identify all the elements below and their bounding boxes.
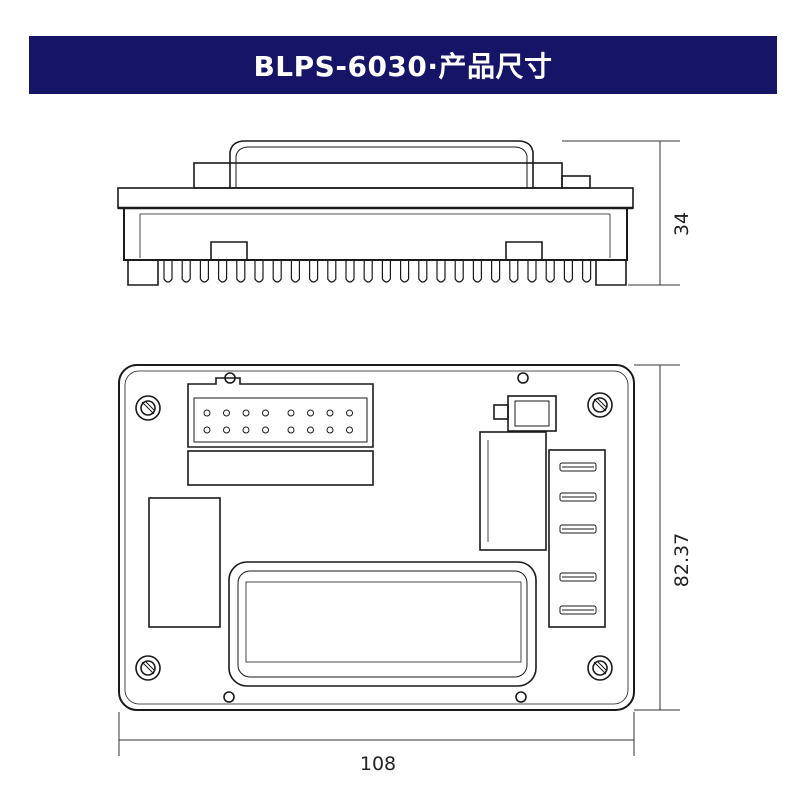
connector-pin	[223, 409, 230, 417]
mount-hole-top-left	[135, 395, 161, 421]
fuse-tab	[493, 404, 509, 420]
side-handle-inner	[235, 146, 528, 188]
pin-connector-base	[187, 450, 374, 486]
dimension-82-37-label: 82.37	[671, 533, 693, 587]
fin	[472, 260, 482, 283]
screw-bottom-left	[223, 691, 235, 703]
terminal-slot	[559, 572, 597, 582]
fin	[491, 260, 501, 283]
dimension-108	[118, 712, 635, 756]
top-outline	[118, 364, 635, 711]
pin-connector-header	[187, 377, 374, 448]
fin	[199, 260, 209, 283]
fin	[309, 260, 319, 283]
terminal-slot	[559, 492, 597, 502]
fin	[454, 260, 464, 283]
connector-pin	[346, 409, 353, 417]
side-upper-plate	[193, 162, 563, 189]
side-fins	[163, 260, 592, 283]
connector-pin	[346, 426, 353, 434]
connector-pin	[242, 426, 250, 434]
fin	[436, 260, 446, 283]
left-component	[148, 497, 221, 628]
connector-pin	[326, 409, 334, 417]
side-view	[117, 140, 634, 286]
fin	[254, 260, 264, 283]
dimension-34-label: 34	[671, 212, 693, 236]
side-foot-right	[595, 260, 627, 286]
side-foot-left	[127, 260, 159, 286]
bottom-handle	[228, 561, 537, 687]
fin	[345, 260, 355, 283]
dimension-34	[562, 140, 680, 286]
fin	[418, 260, 428, 283]
page-title: BLPS-6030·产品尺寸	[253, 50, 553, 83]
connector-pin	[223, 426, 230, 434]
mount-hole-top-right	[587, 392, 613, 418]
terminal-slot	[559, 524, 597, 534]
connector-pin	[287, 409, 295, 417]
fin	[236, 260, 246, 283]
fin	[400, 260, 410, 283]
mount-hole-bottom-right	[587, 655, 613, 681]
fin	[363, 260, 373, 283]
connector-pin	[326, 426, 334, 434]
side-main-body	[117, 187, 634, 209]
dimension-108-label: 108	[360, 753, 396, 775]
connector-pin	[262, 426, 269, 434]
fin	[181, 260, 191, 283]
fin	[290, 260, 300, 283]
connector-pin	[307, 426, 314, 434]
fin	[527, 260, 537, 283]
top-inner-outline	[124, 370, 629, 705]
fin	[545, 260, 555, 283]
terminal-slots	[559, 462, 597, 615]
connector-pin	[262, 409, 269, 417]
fin	[272, 260, 282, 283]
dimension-82-37	[634, 364, 680, 711]
terminal-slot	[559, 462, 597, 472]
side-connector	[561, 175, 591, 189]
side-latch-left	[210, 241, 248, 260]
side-latch-right	[505, 241, 543, 260]
screw-top-center	[517, 372, 529, 384]
mount-hole-bottom-left	[135, 655, 161, 681]
fin	[563, 260, 573, 283]
side-handle	[229, 140, 534, 188]
connector-pin	[203, 426, 211, 434]
connector-pin	[203, 409, 211, 417]
fin	[327, 260, 337, 283]
terminal-slot	[559, 605, 597, 615]
screw-bottom-right	[515, 691, 527, 703]
right-module	[479, 431, 547, 551]
connector-pins	[203, 409, 353, 434]
fin	[582, 260, 592, 283]
terminal-strip	[548, 449, 606, 628]
title-banner: BLPS-6030·产品尺寸	[29, 36, 777, 94]
fin	[509, 260, 519, 283]
top-view	[118, 364, 635, 711]
fin	[163, 260, 173, 283]
connector-pin	[287, 426, 295, 434]
side-lower-body	[123, 207, 628, 261]
connector-pin	[307, 409, 314, 417]
connector-pin	[242, 409, 250, 417]
fin	[381, 260, 391, 283]
fin	[218, 260, 228, 283]
